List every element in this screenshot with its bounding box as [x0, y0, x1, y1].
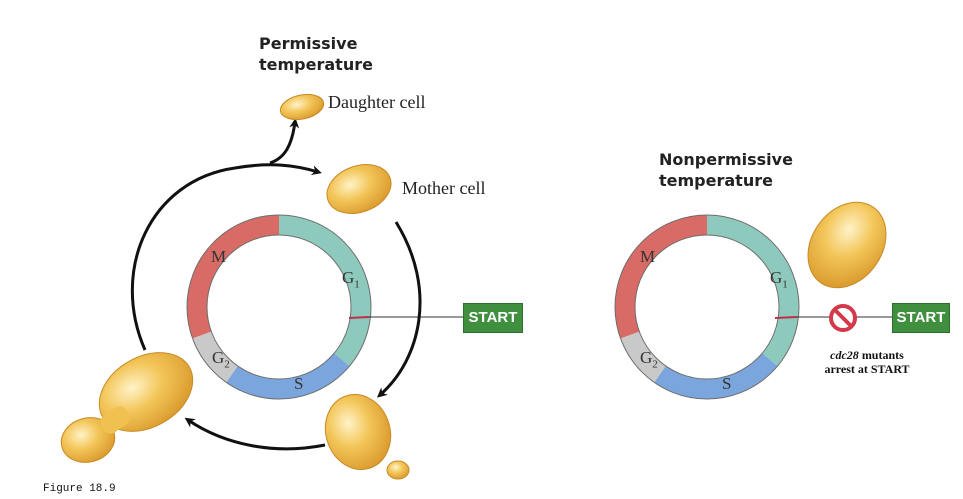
- right-phase-g2-label: G2: [640, 348, 658, 370]
- right-phase-m-label: M: [640, 247, 656, 266]
- cdc28-note-line1: cdc28 mutants: [812, 348, 922, 362]
- permissive-heading: Permissive temperature: [259, 33, 373, 75]
- right-phase-g2-sub: 2: [652, 358, 658, 371]
- left-phase-g1-sub: 1: [354, 278, 360, 291]
- right-ring-m-segment: [615, 215, 708, 339]
- arrow-to-budding-cell: [376, 221, 422, 398]
- nonpermissive-heading-line2: temperature: [659, 171, 773, 190]
- daughter-cell-label: Daughter cell: [328, 92, 426, 112]
- permissive-heading-line1: Permissive: [259, 34, 358, 53]
- right-phase-g1-sub: 1: [782, 278, 788, 291]
- left-phase-g1-label: G1: [342, 268, 360, 290]
- right-ring-g2-segment: [620, 331, 667, 383]
- right-cycle-ring: [614, 214, 800, 400]
- left-ring-s-segment: [226, 353, 350, 399]
- arrow-to-daughter-cell: [269, 118, 300, 165]
- left-phase-g2-sub: 2: [224, 358, 230, 371]
- arrested-cell-yeast: [807, 201, 887, 289]
- dividing-cell-yeast: [60, 352, 194, 463]
- permissive-heading-line2: temperature: [259, 55, 373, 74]
- left-start-box: START: [463, 303, 523, 333]
- cdc28-gene-name: cdc28: [830, 348, 859, 362]
- figure-caption: Figure 18.9: [43, 483, 116, 495]
- budding-cell-yeast: [324, 394, 410, 480]
- right-start-mark: [774, 316, 798, 319]
- right-ring-s-segment: [654, 353, 778, 399]
- left-phase-g1-letter: G: [342, 268, 355, 287]
- nonpermissive-heading-line1: Nonpermissive: [659, 150, 793, 169]
- right-phase-g1-letter: G: [770, 268, 783, 287]
- right-ring-g1-segment: [706, 215, 799, 367]
- left-phase-g2-label: G2: [212, 348, 230, 370]
- left-ring-g2-segment: [192, 331, 239, 383]
- right-phase-g1-label: G1: [770, 268, 788, 290]
- cdc28-note-line2: arrest at START: [824, 362, 910, 376]
- daughter-cell-yeast: [279, 93, 325, 121]
- left-cycle-ring: [186, 214, 372, 400]
- left-start-mark: [348, 316, 370, 319]
- cdc28-note: cdc28 mutants arrest at START: [812, 348, 922, 376]
- stop-icon: [829, 304, 857, 332]
- right-start-box: START: [892, 303, 950, 333]
- cdc28-note-mutants: mutants: [858, 348, 904, 362]
- right-phase-g2-letter: G: [640, 348, 653, 367]
- left-phase-m-label: M: [211, 247, 227, 266]
- right-phase-s-label: S: [722, 374, 732, 393]
- left-phase-g2-letter: G: [212, 348, 225, 367]
- arrow-to-dividing-cell: [184, 417, 326, 451]
- left-ring-g1-segment: [278, 215, 371, 367]
- arrow-to-mother-cell: [130, 163, 322, 351]
- left-phase-s-label: S: [294, 374, 304, 393]
- left-ring-m-segment: [187, 215, 280, 339]
- mother-cell-label: Mother cell: [402, 178, 486, 198]
- mother-cell-yeast: [326, 164, 392, 214]
- nonpermissive-heading: Nonpermissive temperature: [659, 149, 793, 191]
